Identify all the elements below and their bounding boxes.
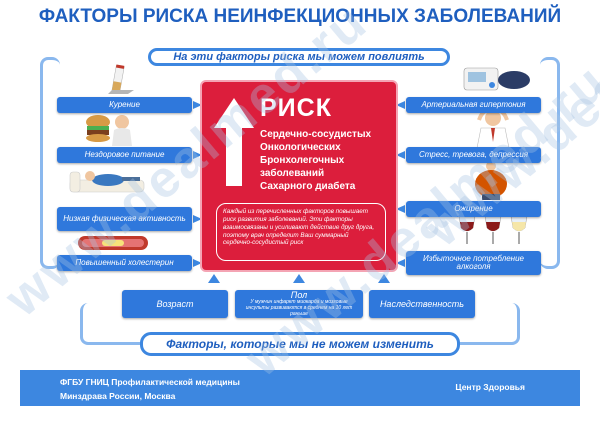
footer-org-line1: ФГБУ ГНИЦ Профилактической медицины (60, 377, 240, 387)
factor-heredity-label: Наследственность (379, 299, 465, 309)
couch-potato-icon (68, 168, 148, 203)
factor-sex: Пол У мужчин инфаркт миокарда и мозговые… (235, 290, 363, 318)
left-frame-line (40, 57, 60, 269)
modifiable-factors-banner: На эти факторы риска мы можем повлиять (148, 48, 450, 66)
poster-title: ФАКТОРЫ РИСКА НЕИНФЕКЦИОННЫХ ЗАБОЛЕВАНИЙ (38, 6, 562, 27)
risk-item-oncological: Онкологических (260, 142, 341, 153)
arrow-smoking (193, 101, 202, 109)
arrow-activity (193, 215, 202, 223)
factor-low-activity: Низкая физическая активность (57, 207, 192, 231)
factor-unhealthy-diet: Нездоровое питание (57, 147, 192, 163)
risk-item-cardiovascular: Сердечно-сосудистых (260, 129, 372, 140)
risk-item-diabetes: Сахарного диабета (260, 181, 356, 192)
factor-age-label: Возраст (156, 299, 194, 309)
footer: ФГБУ ГНИЦ Профилактической медицины Минз… (20, 370, 580, 406)
arrow-obesity (396, 205, 405, 213)
factor-obesity: Ожирение (406, 201, 541, 217)
factor-hypertension: Артериальная гипертония (406, 97, 541, 113)
footer-org-line2: Минздрава России, Москва (60, 390, 176, 401)
cigarette-icon (100, 64, 138, 101)
burger-icon (84, 110, 136, 151)
arrow-stress (396, 151, 405, 159)
risk-diseases-list: Сердечно-сосудистых Онкологических Бронх… (260, 128, 395, 193)
risk-panel: РИСК Сердечно-сосудистых Онкологических … (200, 80, 398, 272)
factor-age: Возраст (122, 290, 228, 318)
footer-organization: ФГБУ ГНИЦ Профилактической медицины Минз… (60, 376, 240, 403)
factor-heredity: Наследственность (369, 290, 475, 318)
wine-glasses-icon (455, 214, 533, 253)
tonometer-icon (462, 64, 532, 99)
factor-sex-label: Пол (290, 290, 308, 301)
arrow-heredity (378, 274, 390, 283)
footer-health-center: Центр Здоровья (455, 382, 525, 392)
right-frame-line (540, 57, 560, 269)
risk-title: РИСК (260, 94, 332, 122)
arrow-alcohol (396, 259, 405, 267)
risk-item-bronchopulmonary: Бронхолегочных заболеваний (260, 155, 345, 179)
arrow-age (208, 274, 220, 283)
up-arrow-icon (214, 98, 254, 186)
factor-smoking: Курение (57, 97, 192, 113)
artery-icon (78, 234, 148, 257)
factor-stress: Стресс, тревога, депрессия (406, 147, 541, 163)
factor-sex-note: У мужчин инфаркт миокарда и мозговые инс… (245, 299, 353, 317)
factor-alcohol: Избыточное потребление алкоголя (406, 251, 541, 275)
factor-high-cholesterol: Повышенный холестерин (57, 255, 192, 271)
risk-note: Каждый из перечисленных факторов повышае… (216, 203, 386, 261)
arrow-hypertension (396, 101, 405, 109)
arrow-sex (293, 274, 305, 283)
obese-man-icon (472, 160, 510, 205)
arrow-diet (193, 151, 202, 159)
arrow-cholesterol (193, 259, 202, 267)
non-modifiable-factors-banner: Факторы, которые мы не можем изменить (140, 332, 460, 356)
